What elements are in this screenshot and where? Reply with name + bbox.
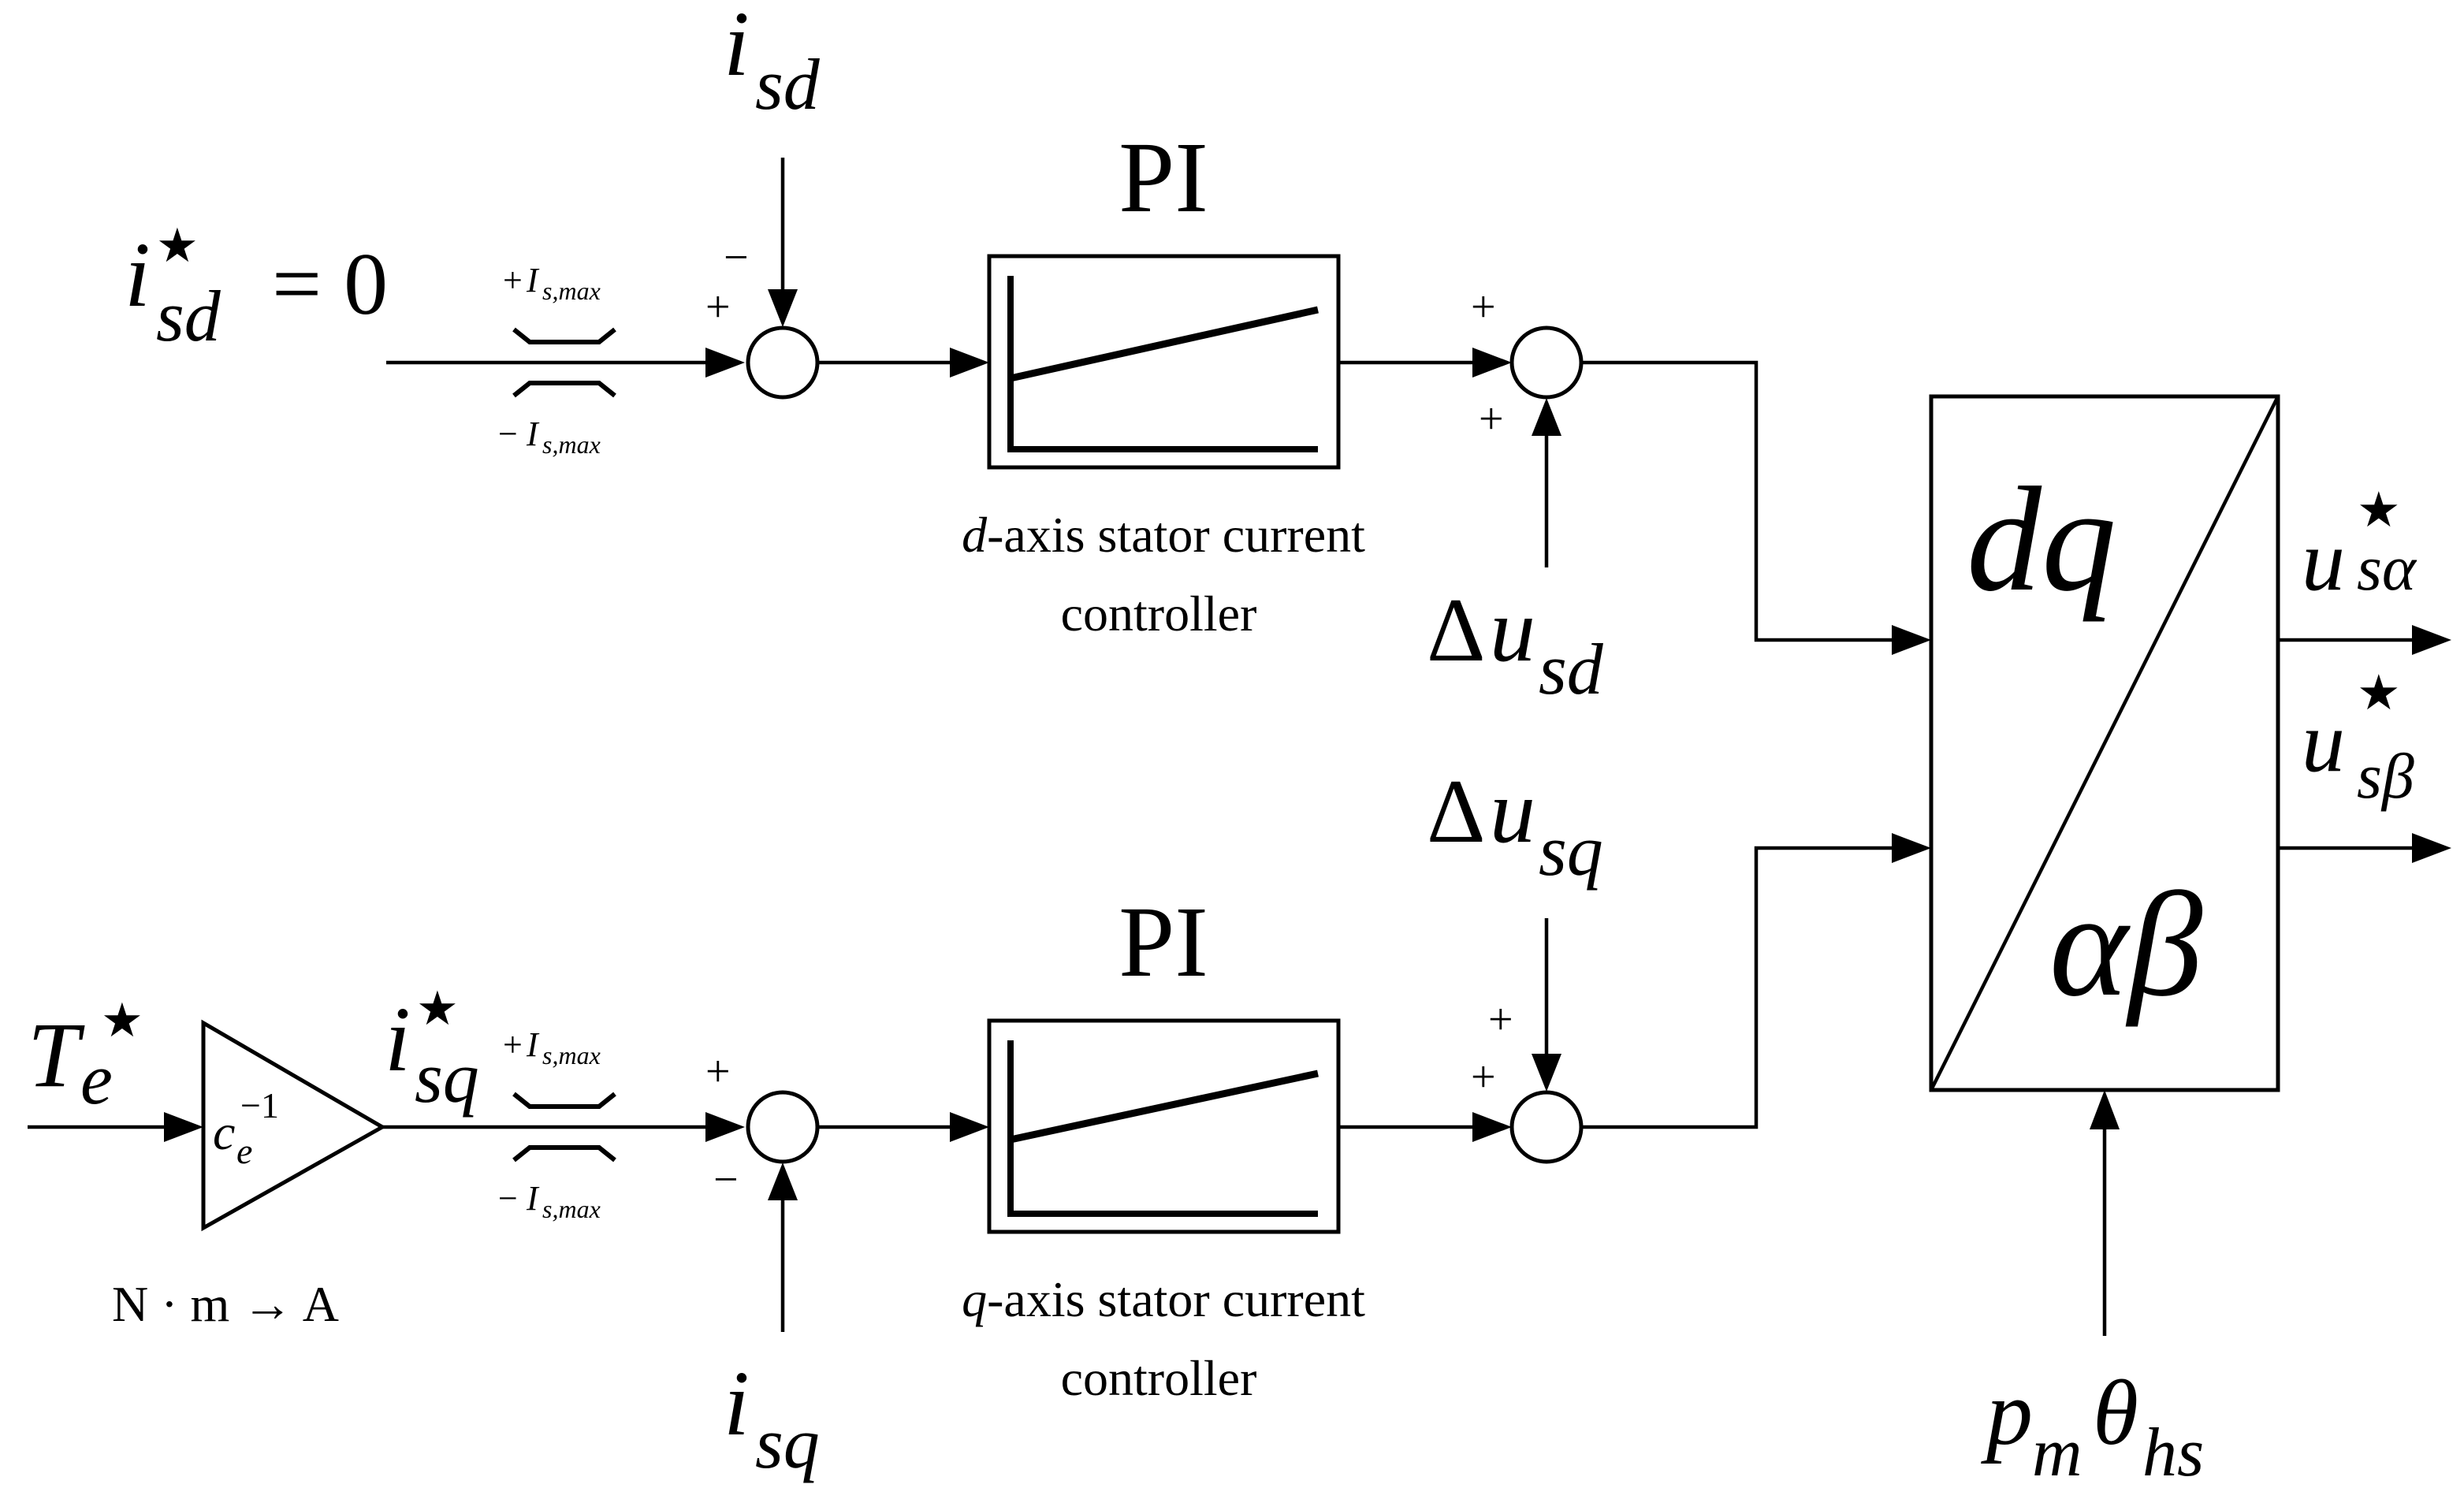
d-pi-title: PI	[1118, 121, 1208, 233]
d-controller-caption-line1: d-axis stator current	[962, 507, 1365, 563]
q-transform-arrow	[1892, 833, 1931, 863]
q-pi-arrow	[950, 1112, 989, 1142]
gain-unit-label: N · m → A	[112, 1276, 339, 1332]
isq-feedback-label: isq	[724, 1352, 820, 1483]
q-feedback-arrow	[768, 1162, 798, 1200]
d-pi-response	[1010, 306, 1319, 382]
q-sum2-arrow	[1472, 1112, 1512, 1142]
d-sum-junction-2	[1509, 326, 1584, 400]
inverse-park-transform	[1929, 394, 2451, 1336]
dusq-label: Δusq	[1427, 761, 1603, 891]
d-feedback-arrow	[768, 289, 798, 327]
dusd-label: Δusd	[1427, 580, 1604, 709]
q-controller-caption-line1: q-axis stator current	[962, 1271, 1365, 1327]
q-limiter-symbol	[512, 1092, 616, 1162]
isd-ref-label: i★sd= 0	[125, 220, 388, 356]
d-decoupling-arrow	[1532, 398, 1561, 436]
q-sum-junction-1	[746, 1090, 820, 1164]
d-pi-arrow	[950, 348, 989, 378]
ualpha-arrow	[2412, 625, 2451, 655]
d-sum2-arrow	[1472, 348, 1512, 378]
transform-dq-label: dq	[1967, 457, 2116, 623]
d-controller-caption-line2: controller	[1061, 586, 1257, 642]
transform-diagonal	[1929, 395, 2280, 1092]
d-sum1-arrow	[705, 348, 745, 378]
gain-label: ce−1	[213, 1085, 279, 1171]
q-sum1-minus-sign: −	[713, 1155, 739, 1204]
d-sum-junction-1	[746, 326, 820, 400]
d-sum1-minus-sign: −	[724, 233, 749, 282]
d-axis-path	[386, 158, 1931, 655]
torque-gain-block	[201, 1019, 387, 1232]
d-sum1-plus-sign: +	[705, 283, 731, 332]
d-limiter-symbol	[512, 327, 616, 398]
q-sum-junction-2	[1509, 1090, 1584, 1164]
transform-alphabeta-label: αβ	[2049, 862, 2203, 1028]
q-controller-caption-line2: controller	[1061, 1350, 1257, 1406]
q-voltage-wire	[1581, 846, 1892, 1129]
ualpha-label: u★sα	[2302, 484, 2417, 608]
d-pi-axes	[1007, 276, 1318, 452]
q-decoupling-arrow	[1532, 1054, 1561, 1092]
d-pi-block	[987, 254, 1341, 470]
q-sum1-plus-sign: +	[705, 1047, 731, 1096]
te-ref-label: T★e	[28, 995, 143, 1119]
d-sum2-plus-bottom-sign: +	[1479, 395, 1504, 444]
d-sum2-plus-top-sign: +	[1471, 283, 1496, 332]
theta-arrow	[2090, 1090, 2120, 1129]
d-transform-arrow	[1892, 625, 1931, 655]
q-pi-title: PI	[1118, 886, 1208, 998]
q-sum2-plus-top-sign: +	[1488, 995, 1513, 1044]
q-axis-path	[28, 833, 1931, 1332]
q-pi-axes	[1007, 1040, 1318, 1217]
q-sum1-arrow	[705, 1112, 745, 1142]
isq-ref-label: i★sq	[385, 983, 479, 1118]
d-voltage-wire	[1581, 360, 1892, 642]
ubeta-arrow	[2412, 833, 2451, 863]
q-sum2-plus-left-sign: +	[1471, 1053, 1496, 1102]
isd-feedback-label: isd	[724, 0, 821, 125]
q-pi-block	[987, 1018, 1341, 1234]
ubeta-label: u★sβ	[2302, 667, 2414, 812]
gain-arrow	[164, 1112, 203, 1142]
q-pi-response	[1010, 1070, 1319, 1144]
